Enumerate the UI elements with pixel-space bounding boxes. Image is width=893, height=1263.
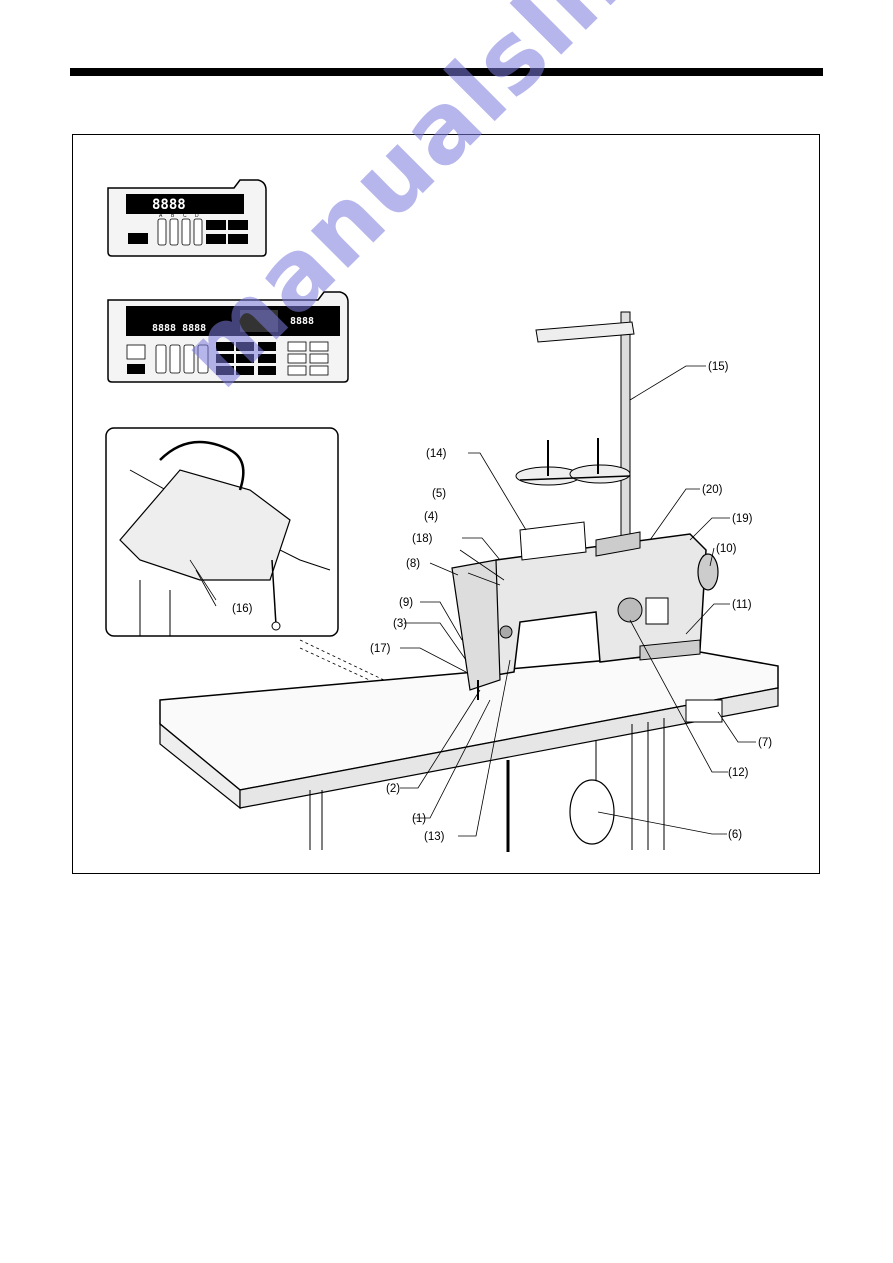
- panel-advanced-display-main: 8888 8888: [152, 323, 206, 334]
- callout-13: (13): [424, 831, 445, 843]
- panel-simple-key-c: C: [183, 213, 187, 219]
- callout-19: (19): [732, 513, 753, 525]
- operation-panel-advanced: 8888 8888 8888: [107, 291, 349, 383]
- thread-stand: [515, 311, 635, 553]
- panel-simple-key-a: A: [159, 213, 163, 219]
- callout-3: (3): [393, 618, 407, 630]
- callout-18: (18): [412, 533, 433, 545]
- callout-2: (2): [386, 783, 400, 795]
- callout-10: (10): [716, 543, 737, 555]
- callout-12: (12): [728, 767, 749, 779]
- operation-panel-simple: 8888 A B C D: [107, 179, 267, 257]
- sewing-machine-head: [451, 521, 719, 700]
- callout-20: (20): [702, 484, 723, 496]
- panel-simple-key-d: D: [195, 213, 199, 219]
- callout-16: (16): [232, 603, 253, 615]
- callout-14: (14): [426, 448, 447, 460]
- header-rule: [70, 68, 823, 76]
- callout-15: (15): [708, 361, 729, 373]
- callout-5: (5): [432, 488, 446, 500]
- callout-4: (4): [424, 511, 438, 523]
- leader-lines: [195, 365, 756, 837]
- callout-7: (7): [758, 737, 772, 749]
- callout-1: (1): [412, 813, 426, 825]
- panel-advanced-display-right: 8888: [290, 316, 314, 327]
- callout-11: (11): [732, 599, 752, 611]
- callout-9: (9): [399, 597, 413, 609]
- callout-6: (6): [728, 829, 742, 841]
- panel-simple-display: 8888: [152, 197, 186, 213]
- callout-8: (8): [406, 558, 420, 570]
- callout-17: (17): [370, 643, 391, 655]
- callout-labels: (1) (2) (3) (4) (5) (6) (7) (8) (9) (10)…: [232, 361, 772, 843]
- inset-detail: [105, 427, 339, 637]
- panel-simple-key-b: B: [171, 213, 175, 219]
